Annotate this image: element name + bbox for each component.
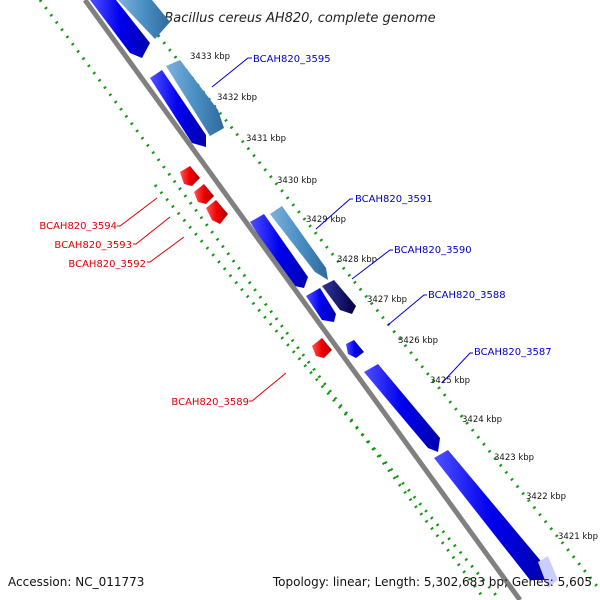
genome-title: Bacillus cereus AH820, complete genome xyxy=(164,11,435,26)
leader-line xyxy=(249,372,287,402)
gene-label-bcah820-3587[interactable]: BCAH820_3587 xyxy=(474,347,552,358)
scale-tick-label: 3432 kbp xyxy=(217,93,257,103)
leader-line xyxy=(315,198,353,230)
forward-gene-arrow[interactable] xyxy=(150,70,206,147)
gene-label-bcah820-3588[interactable]: BCAH820_3588 xyxy=(428,290,506,301)
reverse-gene-arrow[interactable] xyxy=(206,200,228,224)
gene-label-bcah820-3590[interactable]: BCAH820_3590 xyxy=(394,245,472,256)
dotted-track-outer-left xyxy=(38,0,487,600)
forward-gene-labels: BCAH820_3595 BCAH820_3591 BCAH820_3590 B… xyxy=(211,54,552,384)
scale-tick-label: 3428 kbp xyxy=(337,255,377,265)
accession-text: Accession: NC_011773 xyxy=(8,575,144,589)
forward-gene-arrow[interactable] xyxy=(90,0,150,58)
forward-gene-arrow[interactable] xyxy=(250,214,308,288)
gene-label-bcah820-3592[interactable]: BCAH820_3592 xyxy=(68,259,146,270)
forward-gene-arrow[interactable] xyxy=(434,450,548,580)
forward-gene-arrow[interactable] xyxy=(322,280,356,314)
reverse-gene-arrow[interactable] xyxy=(180,166,200,186)
forward-gene-arrow[interactable] xyxy=(538,556,558,588)
forward-gene-arrow[interactable] xyxy=(166,60,224,136)
scale-ticks: 3433 kbp 3432 kbp 3431 kbp 3430 kbp 3429… xyxy=(190,52,598,542)
forward-gene-arrow[interactable] xyxy=(364,364,440,452)
leader-line xyxy=(147,236,185,263)
reverse-gene-arrow[interactable] xyxy=(194,184,214,204)
gene-label-bcah820-3593[interactable]: BCAH820_3593 xyxy=(54,240,132,251)
scale-tick-label: 3421 kbp xyxy=(558,532,598,542)
scale-tick-label: 3431 kbp xyxy=(246,134,286,144)
scale-tick-label: 3433 kbp xyxy=(190,52,230,62)
forward-gene-arrow[interactable] xyxy=(306,288,336,322)
leader-line xyxy=(133,216,171,245)
gene-label-bcah820-3589[interactable]: BCAH820_3589 xyxy=(171,397,249,408)
reverse-gene-labels: BCAH820_3594 BCAH820_3593 BCAH820_3592 B… xyxy=(39,197,287,408)
scale-tick-label: 3430 kbp xyxy=(277,176,317,186)
leader-line xyxy=(441,352,473,384)
leader-line xyxy=(351,249,393,280)
forward-gene-arrow[interactable] xyxy=(270,206,328,280)
gene-label-bcah820-3595[interactable]: BCAH820_3595 xyxy=(253,54,331,65)
gene-label-bcah820-3594[interactable]: BCAH820_3594 xyxy=(39,221,117,232)
scale-tick-label: 3422 kbp xyxy=(526,492,566,502)
reverse-gene-arrow[interactable] xyxy=(312,338,332,358)
forward-gene-arrow[interactable] xyxy=(118,0,170,39)
leader-line xyxy=(211,57,252,88)
genome-backbone xyxy=(82,0,523,600)
genome-summary-text: Topology: linear; Length: 5,302,683 bp; … xyxy=(272,575,592,589)
leader-line xyxy=(117,197,158,227)
scale-tick-label: 3423 kbp xyxy=(494,453,534,463)
scale-tick-label: 3425 kbp xyxy=(430,376,470,386)
leader-line xyxy=(387,294,427,326)
scale-tick-label: 3426 kbp xyxy=(398,336,438,346)
scale-tick-label: 3427 kbp xyxy=(367,295,407,305)
scale-tick-label: 3424 kbp xyxy=(462,415,502,425)
gene-label-bcah820-3591[interactable]: BCAH820_3591 xyxy=(355,194,433,205)
forward-gene-arrow[interactable] xyxy=(346,340,364,358)
